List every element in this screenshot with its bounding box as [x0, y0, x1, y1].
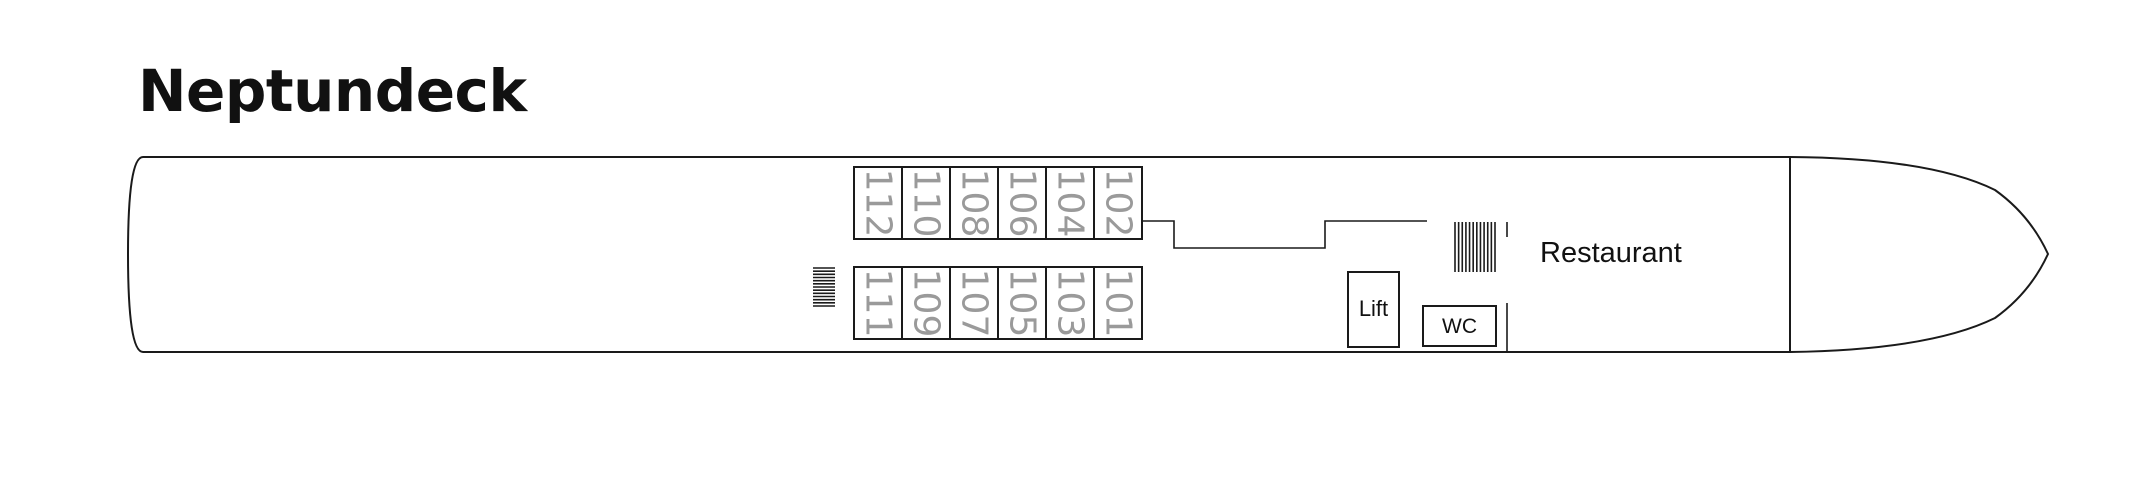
ship-hull: [126, 156, 2050, 353]
cabin-box: [1045, 266, 1095, 340]
cabin-number: 112: [858, 169, 899, 238]
restaurant-label: Restaurant: [1540, 237, 1682, 269]
cabin-111: 111: [853, 266, 903, 340]
cabin-box: [853, 266, 903, 340]
cabin-number: 105: [1002, 269, 1043, 338]
cabin-number: 111: [858, 269, 899, 338]
cabin-number: 104: [1050, 169, 1091, 238]
lift-label: Lift: [1359, 296, 1388, 321]
cabin-109: 109: [901, 266, 951, 340]
cabin-102: 102: [1093, 166, 1143, 240]
cabin-104: 104: [1045, 166, 1095, 240]
cabin-box: [1045, 166, 1095, 240]
lift: Lift: [1347, 271, 1400, 348]
cabin-103: 103: [1045, 266, 1095, 340]
cabin-108: 108: [949, 166, 999, 240]
cabin-106: 106: [997, 166, 1047, 240]
cabin-number: 108: [954, 169, 995, 238]
cabin-box: [1093, 266, 1143, 340]
cabin-101: 101: [1093, 266, 1143, 340]
cabin-number: 102: [1098, 169, 1139, 238]
cabin-107: 107: [949, 266, 999, 340]
cabin-number: 106: [1002, 169, 1043, 238]
cabin-number: 109: [906, 269, 947, 338]
cabin-number: 107: [954, 269, 995, 338]
cabin-box: [949, 266, 999, 340]
cabin-box: [1093, 166, 1143, 240]
staircase-icon: [1454, 222, 1496, 272]
wc: WC: [1422, 305, 1497, 347]
deck-title: Neptundeck: [138, 57, 527, 125]
cabin-number: 101: [1098, 269, 1139, 338]
cabin-box: [949, 166, 999, 240]
cabin-105: 105: [997, 266, 1047, 340]
cabin-number: 103: [1050, 269, 1091, 338]
cabin-number: 110: [906, 169, 947, 238]
cabin-110: 110: [901, 166, 951, 240]
staircase-icon: [813, 267, 835, 307]
corridor-wall: [1143, 220, 1427, 249]
cabin-112: 112: [853, 166, 903, 240]
wc-label: WC: [1442, 315, 1477, 338]
